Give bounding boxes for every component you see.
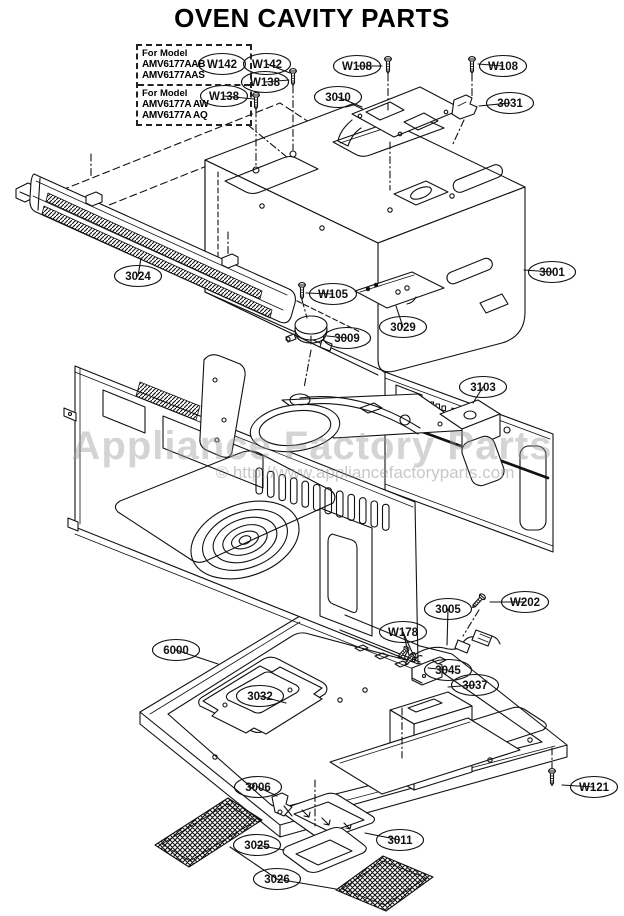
svg-text:3010: 3010: [325, 92, 351, 104]
callout-w121-25: W121: [569, 775, 619, 799]
construction-lines: [90, 73, 553, 827]
part-thermostat-3005: [399, 592, 501, 663]
svg-text:W178: W178: [388, 627, 419, 639]
svg-text:3011: 3011: [388, 835, 414, 847]
model-box-header: For Model: [142, 88, 188, 99]
callout-w142-0: W142: [197, 52, 247, 76]
svg-text:W142: W142: [252, 59, 282, 71]
svg-text:3006: 3006: [245, 782, 271, 794]
part-frame-3025: [282, 826, 367, 874]
svg-text:3009: 3009: [334, 333, 360, 345]
callout-3011-24: 3011: [375, 828, 425, 852]
callout-w105-10: W105: [308, 282, 358, 306]
callout-3032-20: 3032: [235, 684, 285, 708]
callout-w108-4: W108: [332, 54, 382, 78]
callout-3005-14: 3005: [423, 597, 473, 621]
model-box: For Model AMV6177AAB AMV6177AAS For Mode…: [136, 44, 252, 126]
callout-w178-16: W178: [378, 620, 428, 644]
callout-3025-22: 3025: [232, 833, 282, 857]
part-motor-3009: [285, 282, 333, 352]
svg-text:3024: 3024: [125, 271, 151, 283]
svg-text:3005: 3005: [435, 604, 461, 616]
svg-text:3031: 3031: [497, 98, 523, 110]
svg-text:3029: 3029: [390, 322, 416, 334]
screw-w138: [252, 92, 260, 111]
part-cavity-assembly: [63, 354, 505, 671]
model-number: AMV6177A AW: [142, 99, 209, 110]
model-box-section-2: For Model AMV6177A AW AMV6177A AQ: [138, 84, 250, 124]
callout-3001-9: 3001: [527, 260, 577, 284]
svg-text:3037: 3037: [462, 680, 488, 692]
svg-text:3045: 3045: [435, 665, 461, 677]
svg-text:3103: 3103: [470, 382, 496, 394]
model-number: AMV6177A AQ: [142, 110, 208, 121]
callout-w142-1: W142: [242, 52, 292, 76]
model-number: AMV6177AAS: [142, 70, 205, 81]
part-bracket-3031: [451, 94, 478, 120]
callout-w138-2: W138: [240, 70, 290, 94]
callout-3006-21: 3006: [233, 775, 283, 799]
callout-3009-11: 3009: [322, 326, 372, 350]
callout-3103-13: 3103: [458, 375, 508, 399]
part-base-6000: [139, 615, 568, 838]
callout-w108-5: W108: [478, 54, 528, 78]
callout-3010-6: 3010: [313, 85, 363, 109]
svg-text:3032: 3032: [247, 691, 273, 703]
part-filters-3026: [154, 797, 434, 912]
callout-3029-12: 3029: [378, 315, 428, 339]
callout-3045-17: 3045: [423, 658, 473, 682]
screw-w142: [289, 68, 297, 87]
callout-3031-7: 3031: [485, 91, 535, 115]
turntable-rings: [190, 500, 300, 580]
screw-w108-left: [384, 56, 392, 75]
part-grille-3024: [29, 173, 296, 324]
svg-text:W138: W138: [209, 91, 240, 103]
callout-3026-23: 3026: [252, 867, 302, 891]
svg-text:W108: W108: [342, 61, 373, 73]
model-number: AMV6177AAB: [142, 59, 206, 70]
svg-text:W121: W121: [579, 782, 610, 794]
svg-text:W138: W138: [250, 77, 281, 89]
callout-3037-18: 3037: [450, 673, 500, 697]
part-plate-3029: [354, 271, 445, 309]
part-duct-3037: [329, 717, 521, 795]
callout-3024-8: 3024: [113, 264, 163, 288]
callout-6000-19: 6000: [151, 638, 201, 662]
model-box-section-1: For Model AMV6177AAB AMV6177AAS: [138, 46, 250, 84]
part-bracket-3006: [271, 792, 293, 817]
svg-text:3001: 3001: [539, 267, 565, 279]
svg-text:W202: W202: [510, 597, 540, 609]
svg-text:W142: W142: [207, 59, 237, 71]
svg-text:3026: 3026: [264, 874, 290, 886]
svg-text:W108: W108: [488, 61, 519, 73]
callout-w202-15: W202: [500, 590, 550, 614]
model-box-header: For Model: [142, 48, 188, 59]
screw-w108-right: [468, 56, 476, 75]
page-title: OVEN CAVITY PARTS: [174, 3, 450, 33]
svg-text:3025: 3025: [244, 840, 270, 852]
screw-w121: [548, 768, 556, 787]
svg-text:W105: W105: [318, 289, 349, 301]
svg-text:6000: 6000: [163, 645, 189, 657]
part-cabinet-3001: [204, 103, 526, 376]
screw-w202: [469, 592, 488, 611]
